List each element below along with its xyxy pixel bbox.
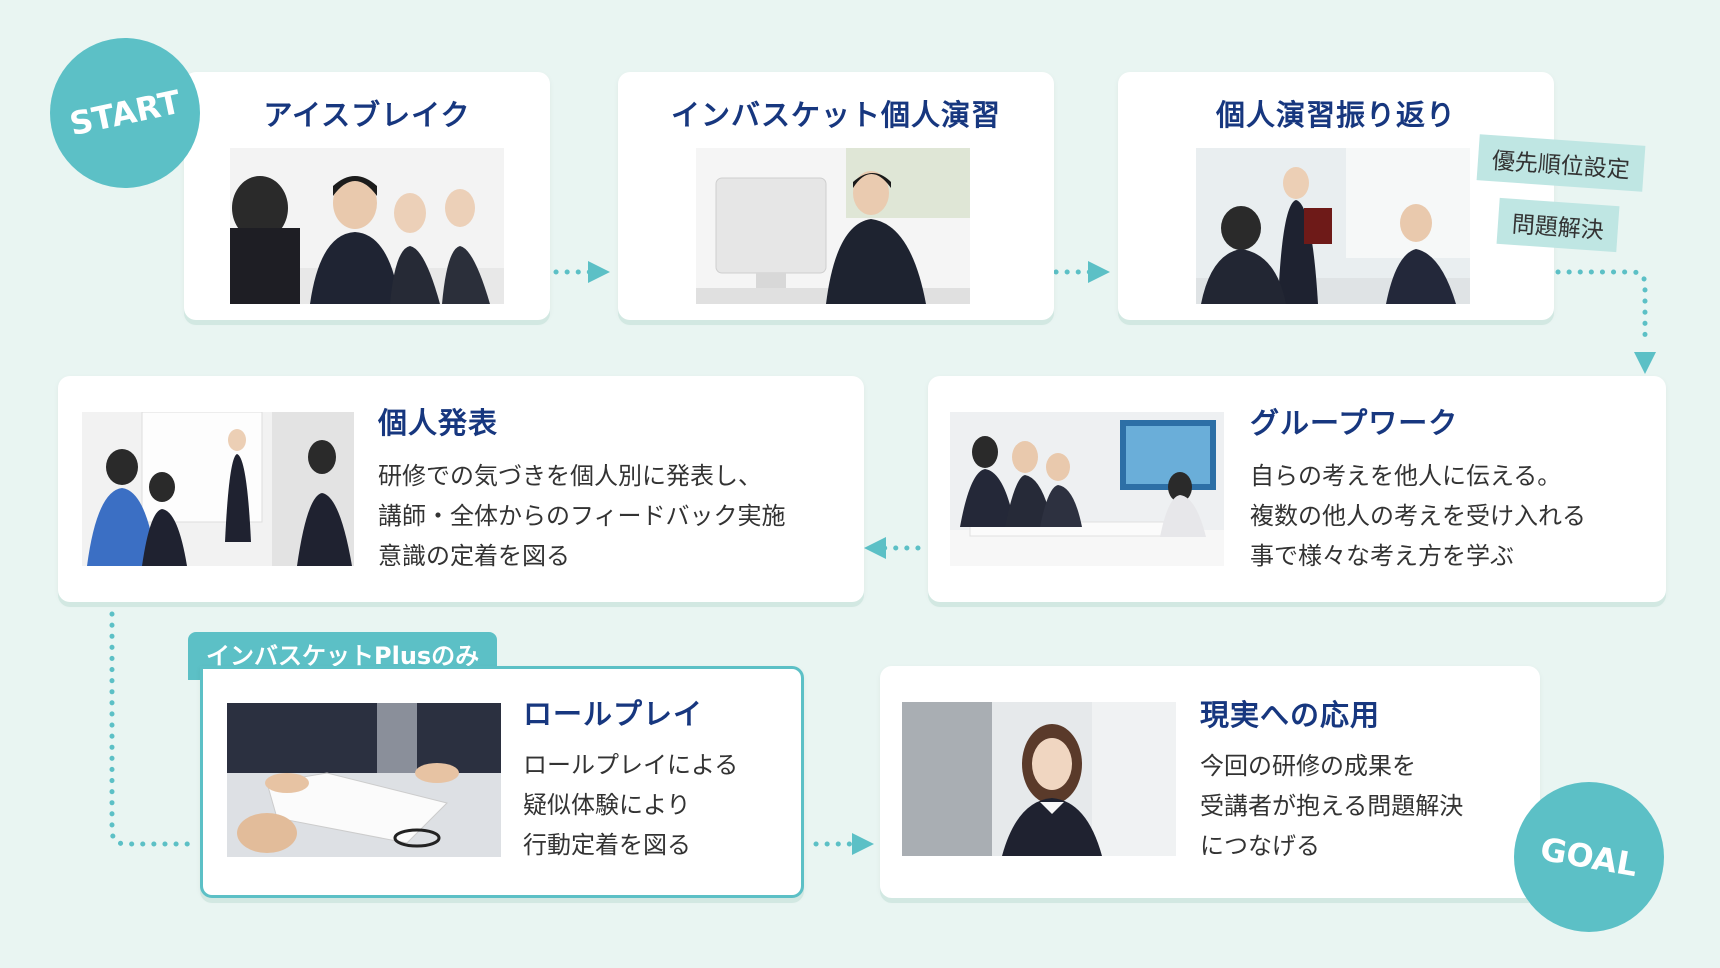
- group-work-line-1: 自らの考えを他人に伝える。: [1250, 462, 1562, 490]
- group-work-line-2: 複数の他人の考えを受け入れる: [1250, 502, 1586, 530]
- real-application-photo: [902, 702, 1176, 856]
- step-card-individual-presentation: 個人発表 研修での気づきを個人別に発表し、 講師・全体からのフィードバック実施 …: [58, 376, 864, 602]
- step-title: 個人演習振り返り: [1215, 98, 1456, 132]
- step-card-exercise-review: 個人演習振り返り: [1118, 72, 1554, 320]
- inbasket-exercise-photo: [696, 148, 970, 304]
- tag-problem-solving: 問題解決: [1496, 197, 1620, 253]
- goal-circle: GOAL: [1514, 782, 1664, 932]
- presentation-line-1: 研修での気づきを個人別に発表し、: [378, 462, 762, 490]
- real-application-line-1: 今回の研修の成果を: [1200, 752, 1416, 780]
- group-work-line-3: 事で様々な考え方を学ぶ: [1250, 542, 1514, 570]
- arrowhead-1-2: [588, 261, 610, 283]
- roleplay-line-2: 疑似体験により: [523, 791, 691, 819]
- group-work-photo: [950, 412, 1224, 566]
- presentation-line-3: 意識の定着を図る: [378, 542, 570, 570]
- roleplay-photo: [227, 703, 501, 857]
- step-title: グループワーク: [1250, 406, 1459, 440]
- arrowhead-3-4: [1634, 352, 1656, 374]
- step-card-inbasket-exercise: インバスケット個人演習: [618, 72, 1054, 320]
- real-application-line-3: につなげる: [1200, 832, 1320, 860]
- arrowhead-2-3: [1088, 261, 1110, 283]
- presentation-line-2: 講師・全体からのフィードバック実施: [378, 502, 786, 530]
- step-title: 個人発表: [378, 406, 499, 440]
- roleplay-line-1: ロールプレイによる: [523, 751, 739, 779]
- exercise-review-photo: [1196, 148, 1470, 304]
- step-title: 現実への応用: [1200, 698, 1381, 732]
- step-title: アイスブレイク: [263, 98, 471, 132]
- presentation-photo: [82, 412, 354, 566]
- step-card-icebreak: アイスブレイク: [184, 72, 550, 320]
- connector-5-6: [109, 611, 193, 847]
- step-card-roleplay: ロールプレイ ロールプレイによる 疑似体験により 行動定着を図る: [200, 666, 804, 898]
- start-circle: START: [50, 38, 200, 188]
- roleplay-line-3: 行動定着を図る: [523, 831, 691, 859]
- real-application-line-2: 受講者が抱える問題解決: [1200, 792, 1464, 820]
- step-card-group-work: グループワーク 自らの考えを他人に伝える。 複数の他人の考えを受け入れる 事で様…: [928, 376, 1666, 602]
- step-card-real-application: 現実への応用 今回の研修の成果を 受講者が抱える問題解決 につなげる: [880, 666, 1540, 898]
- icebreak-photo: [230, 148, 504, 304]
- arrowhead-6-7: [852, 833, 874, 855]
- goal-label: GOAL: [1537, 829, 1641, 885]
- step-title: インバスケット個人演習: [670, 98, 1001, 132]
- connector-3-4: [1555, 269, 1648, 343]
- arrowhead-4-5: [864, 537, 886, 559]
- start-label: START: [66, 82, 184, 144]
- step-title: ロールプレイ: [523, 697, 704, 731]
